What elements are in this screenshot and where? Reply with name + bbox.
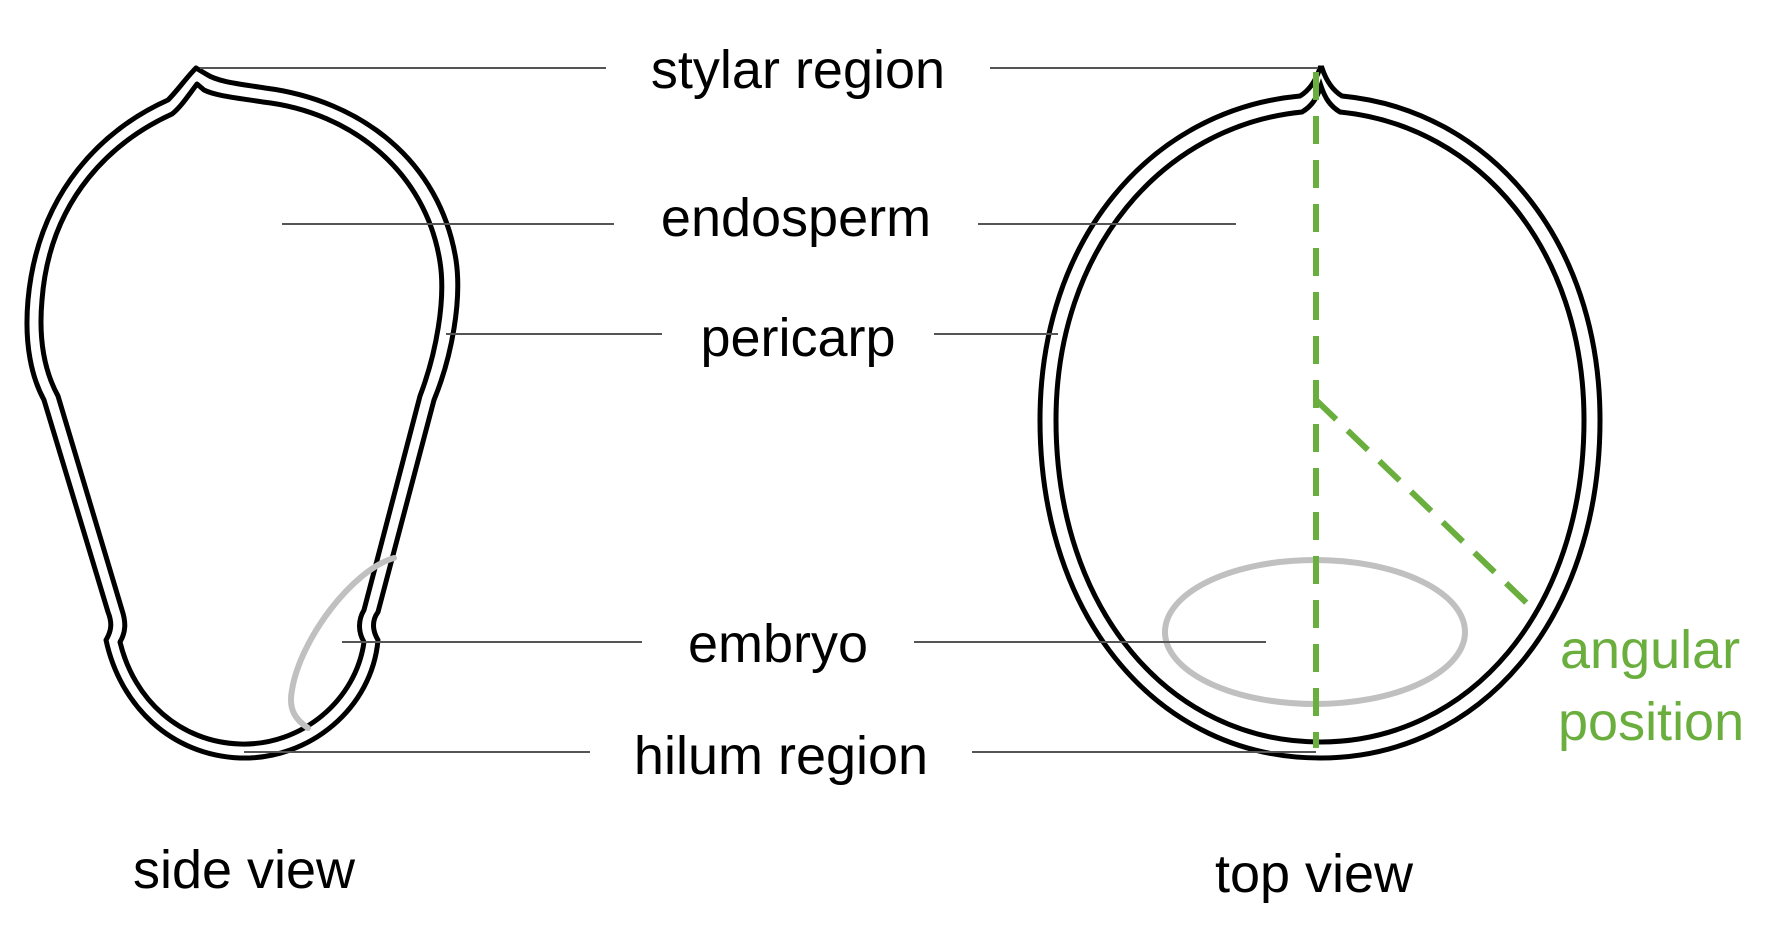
leader-lines — [200, 67, 1318, 753]
label-stylar-region: stylar region — [606, 18, 990, 118]
label-angular-position: angular position — [1558, 620, 1744, 752]
side-pericarp-inner — [38, 81, 445, 747]
label-embryo: embryo — [642, 592, 914, 692]
label-endosperm-text: endosperm — [661, 188, 931, 248]
label-pericarp: pericarp — [662, 286, 934, 386]
label-angular-line1: angular — [1560, 620, 1740, 680]
label-stylar-region-text: stylar region — [651, 40, 945, 100]
angle-line-diagonal — [1313, 397, 1539, 615]
label-hilum-region: hilum region — [590, 704, 972, 804]
label-embryo-text: embryo — [688, 614, 868, 674]
label-hilum-region-text: hilum region — [634, 726, 928, 786]
side-embryo — [288, 555, 397, 731]
top-pericarp-outer — [1037, 65, 1603, 761]
side-view-seed — [24, 65, 461, 761]
label-angular-line2: position — [1558, 692, 1744, 752]
top-pericarp-inner — [1053, 78, 1587, 745]
top-view-seed — [1037, 65, 1603, 761]
label-endosperm: endosperm — [614, 166, 978, 266]
side-pericarp-outer — [24, 65, 461, 761]
angular-position-marker — [1313, 72, 1539, 748]
caption-top-view: top view — [1215, 844, 1414, 904]
label-pericarp-text: pericarp — [700, 308, 895, 368]
caption-side-view: side view — [133, 840, 356, 900]
